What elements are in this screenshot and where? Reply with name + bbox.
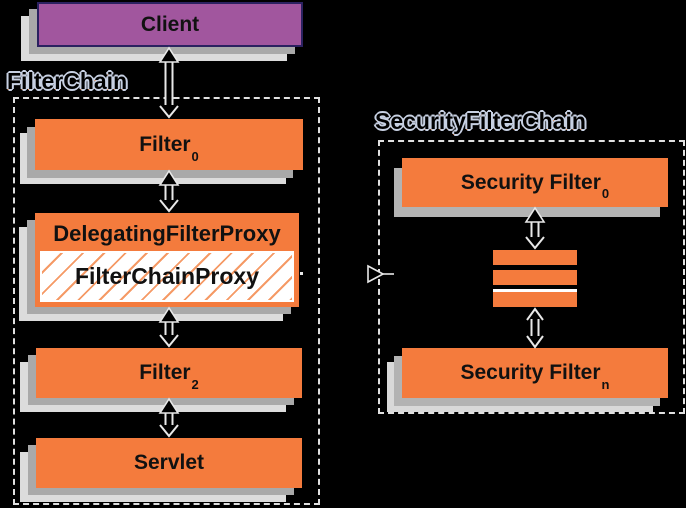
security-filter-ellipsis-bar-1 [493, 250, 577, 265]
securityfilter0-node-subscript: 0 [601, 186, 610, 201]
security-filter-ellipsis-separator [493, 289, 577, 292]
delegatingfilterproxy-node-label: DelegatingFilterProxy [53, 221, 281, 246]
filter2-node-label: Filter [139, 361, 191, 384]
securityfilterchain-group-label: SecurityFilterChain [375, 108, 586, 134]
filter0-node-label: Filter [139, 132, 191, 156]
securityfilter0-node-label: Security Filter [460, 170, 601, 194]
client-node: Client [37, 2, 303, 47]
filterchain-group-label: FilterChain [7, 68, 128, 94]
securityfiltern-node-subscript: n [601, 377, 610, 392]
filter2-node-subscript: 2 [191, 377, 199, 392]
filter0-node-subscript: 0 [191, 149, 199, 164]
securityfiltern-node-label: Security Filter [460, 361, 601, 384]
filterchainproxy-node-label: FilterChainProxy [74, 263, 260, 289]
delegatingfilterproxy-node: DelegatingFilterProxy FilterChainProxy [35, 213, 299, 307]
client-node-label: Client [140, 12, 200, 36]
servlet-node-label: Servlet [133, 451, 205, 474]
security-filter-ellipsis-bar-3 [493, 292, 577, 307]
filterchainproxy-node: FilterChainProxy [40, 251, 294, 302]
security-filter-ellipsis-bar-2 [493, 270, 577, 285]
servlet-node: Servlet [36, 438, 302, 488]
